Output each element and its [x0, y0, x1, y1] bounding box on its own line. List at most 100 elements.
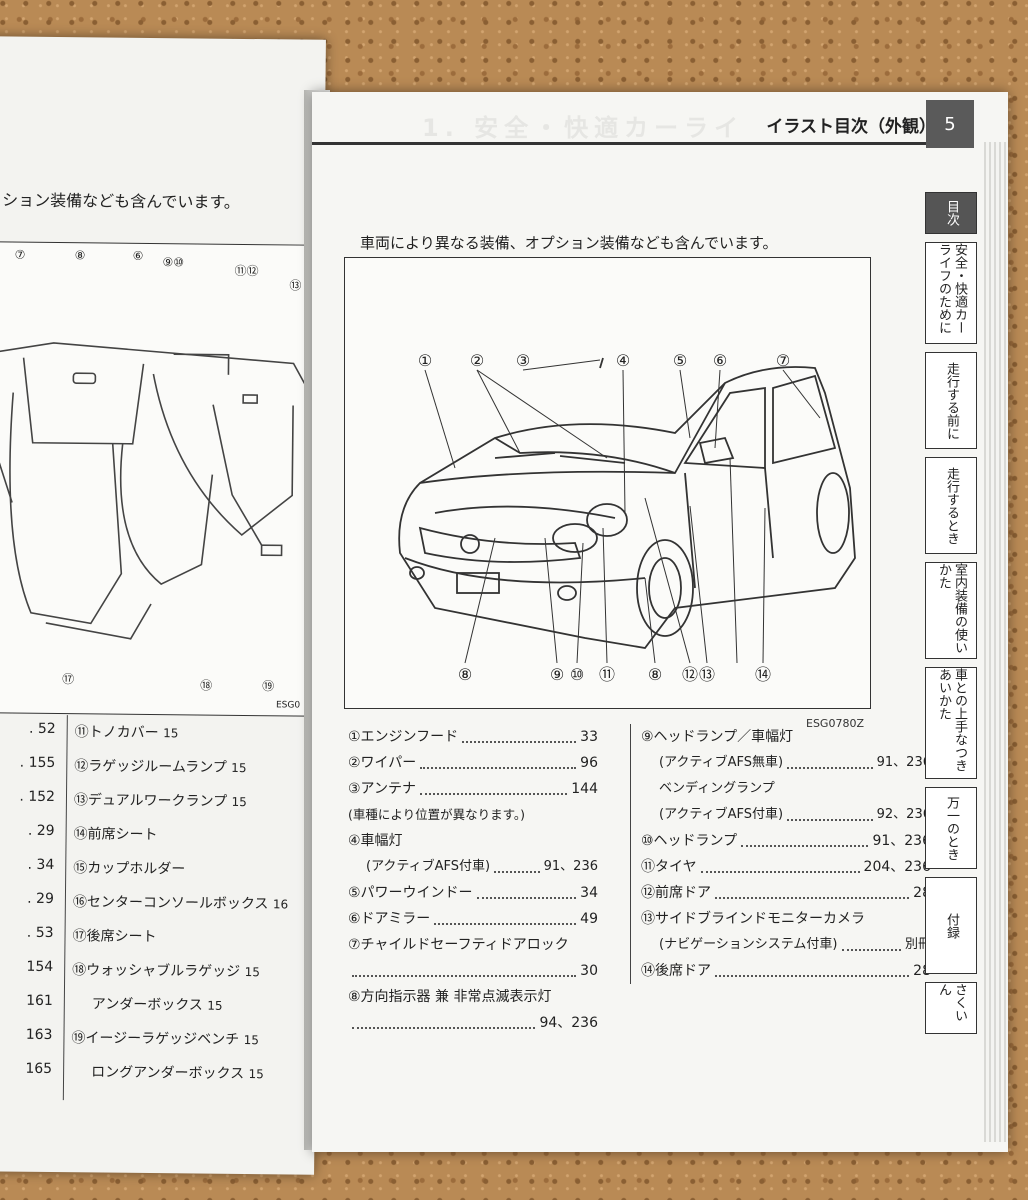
left-part-entry: ロングアンダーボックス 15: [91, 1064, 264, 1083]
left-page-note: ション装備なども含んでいます。: [2, 190, 240, 212]
left-page-ref: . 155: [19, 754, 56, 772]
callout-2: ②: [470, 351, 484, 370]
part-page: 91、236: [872, 833, 931, 849]
left-page-ref: 163: [25, 1026, 53, 1044]
part-entry: ①エンジンフード 33: [348, 724, 598, 750]
leader-dots: [434, 906, 577, 925]
left-part-entry: ⑯センターコンソールボックス 16: [72, 894, 289, 913]
tab-1[interactable]: 安全・快適カーライフのために: [925, 242, 977, 344]
left-part-entry: ⑬デュアルワークランプ 15: [73, 792, 247, 810]
tab-4[interactable]: 室内装備の使いかた: [925, 562, 977, 659]
left-part-entry: ⑱ウォッシャブルラゲッジ 15: [72, 962, 260, 980]
left-callout-9-10: ⑨⑩: [163, 255, 185, 269]
leader-dots: [420, 750, 577, 769]
part-page: 94、236: [539, 1015, 598, 1031]
part-label: ②ワイパー: [348, 755, 417, 771]
car-drawing: ① ② ③ ④ ⑤ ⑥ ⑦ ⑧ ⑨ ⑩ ⑪ ⑧ ⑫ ⑬ ⑭: [398, 351, 856, 684]
left-page-ref: . 152: [19, 788, 56, 806]
callout-6: ⑥: [713, 351, 727, 370]
tab-label: 万一のとき: [944, 795, 959, 861]
tab-label: 室内装備の使いかた: [936, 563, 967, 654]
leader-dots: [787, 750, 873, 769]
illustration-code: ESG0780Z: [806, 717, 864, 730]
left-part-entry: ⑰後席シート: [72, 928, 157, 946]
part-label: ⑩ヘッドランプ: [641, 833, 738, 849]
left-part-entry: ⑫ラゲッジルームランプ 15: [74, 758, 247, 776]
part-entry: 94、236: [348, 1010, 598, 1036]
part-entry: (ナビゲーションシステム付車) 別冊: [641, 932, 931, 958]
leader-dots: [476, 880, 577, 899]
part-page: 144: [571, 781, 598, 797]
tab-label: 付録: [944, 912, 959, 939]
leader-dots: [352, 1010, 536, 1029]
callout-7: ⑦: [776, 351, 790, 370]
part-page: 91、236: [876, 755, 931, 770]
tab-7[interactable]: 付録: [925, 877, 977, 974]
part-label: ベンディングランプ: [659, 781, 775, 796]
tab-2[interactable]: 走行する前に: [925, 352, 977, 449]
interior-drawing: ⑦ ⑧ ⑥ ⑨⑩ ⑪⑫ ⑬ ⑰ ⑱ ⑲ ESG0: [0, 248, 312, 711]
page-note: 車両により異なる装備、オプション装備なども含んでいます。: [360, 234, 778, 252]
part-label: ⑭後席ドア: [641, 963, 711, 979]
part-entry: (アクティブAFS無車)91、236: [641, 750, 931, 776]
tab-label: 安全・快適カーライフのために: [936, 243, 967, 334]
tab-label: 目次: [944, 200, 959, 226]
part-label: (アクティブAFS付車): [366, 859, 491, 874]
left-page-ref: 154: [26, 958, 54, 976]
tab-6[interactable]: 万一のとき: [925, 787, 977, 869]
part-label: ①エンジンフード: [348, 729, 459, 745]
callout-8: ⑧: [458, 665, 472, 684]
callout-14: ⑭: [755, 665, 771, 684]
left-divider: [62, 715, 68, 1101]
part-label: ⑬サイドブラインドモニターカメラ: [641, 911, 865, 927]
left-callout-7: ⑦: [15, 248, 26, 262]
left-page-ref: 165: [25, 1060, 53, 1078]
leader-dots: [352, 958, 577, 977]
interior-illustration: ⑦ ⑧ ⑥ ⑨⑩ ⑪⑫ ⑬ ⑰ ⑱ ⑲ ESG0: [0, 241, 314, 717]
left-callout-19: ⑲: [262, 679, 274, 693]
part-label: (ナビゲーションシステム付車): [659, 937, 838, 952]
part-entry: (アクティブAFS付車)91、236: [348, 854, 598, 880]
part-label: ⑨ヘッドランプ／車幅灯: [641, 729, 794, 745]
tab-5[interactable]: 車との上手なつきあいかた: [925, 667, 977, 779]
tab-8[interactable]: さくいん: [925, 982, 977, 1034]
part-page: 30: [580, 963, 598, 979]
part-entry: (アクティブAFS付車)92、236: [641, 802, 931, 828]
leader-dots: [715, 958, 910, 977]
page-header: 1. 安全・快適カーライ イラスト目次（外観）: [312, 108, 944, 145]
left-page-ref: . 34: [27, 856, 55, 874]
part-label: ⑪タイヤ: [641, 859, 697, 875]
callout-1: ①: [418, 351, 432, 370]
tab-label: 車との上手なつきあいかた: [936, 668, 967, 772]
leader-dots: [494, 854, 540, 873]
callout-11: ⑪: [599, 665, 615, 684]
part-page: 33: [580, 729, 598, 745]
callout-4: ④: [616, 351, 630, 370]
callout-9: ⑨: [550, 665, 564, 684]
part-entry: ⑬サイドブラインドモニターカメラ: [641, 906, 931, 932]
tab-0[interactable]: 目次: [925, 192, 977, 234]
part-page: 92、236: [876, 807, 931, 822]
exterior-illustration: ① ② ③ ④ ⑤ ⑥ ⑦ ⑧ ⑨ ⑩ ⑪ ⑧ ⑫ ⑬ ⑭ ESG0780Z: [344, 257, 871, 730]
left-page-ref: . 53: [26, 924, 54, 942]
part-page: 別冊: [904, 937, 931, 952]
left-page-ref: . 29: [27, 890, 55, 908]
left-part-entry: ⑲イージーラゲッジベンチ 15: [71, 1030, 259, 1048]
part-label: ④車幅灯: [348, 833, 403, 849]
left-page-ref: . 52: [28, 720, 56, 738]
part-entry: (車種により位置が異なります。): [348, 802, 598, 828]
part-entry: 30: [348, 958, 598, 984]
part-entry: ⑦チャイルドセーフティドアロック: [348, 932, 598, 958]
callout-3: ③: [516, 351, 530, 370]
parts-column-2: ⑨ヘッドランプ／車幅灯 (アクティブAFS無車)91、236 ベンディングランプ (ア…: [630, 724, 931, 984]
left-part-entry: ⑮カップホルダー: [73, 860, 186, 878]
part-entry: ⑧方向指示器 兼 非常点滅表示灯: [348, 984, 598, 1010]
tab-3[interactable]: 走行するとき: [925, 457, 977, 554]
part-label: ⑫前席ドア: [641, 885, 711, 901]
